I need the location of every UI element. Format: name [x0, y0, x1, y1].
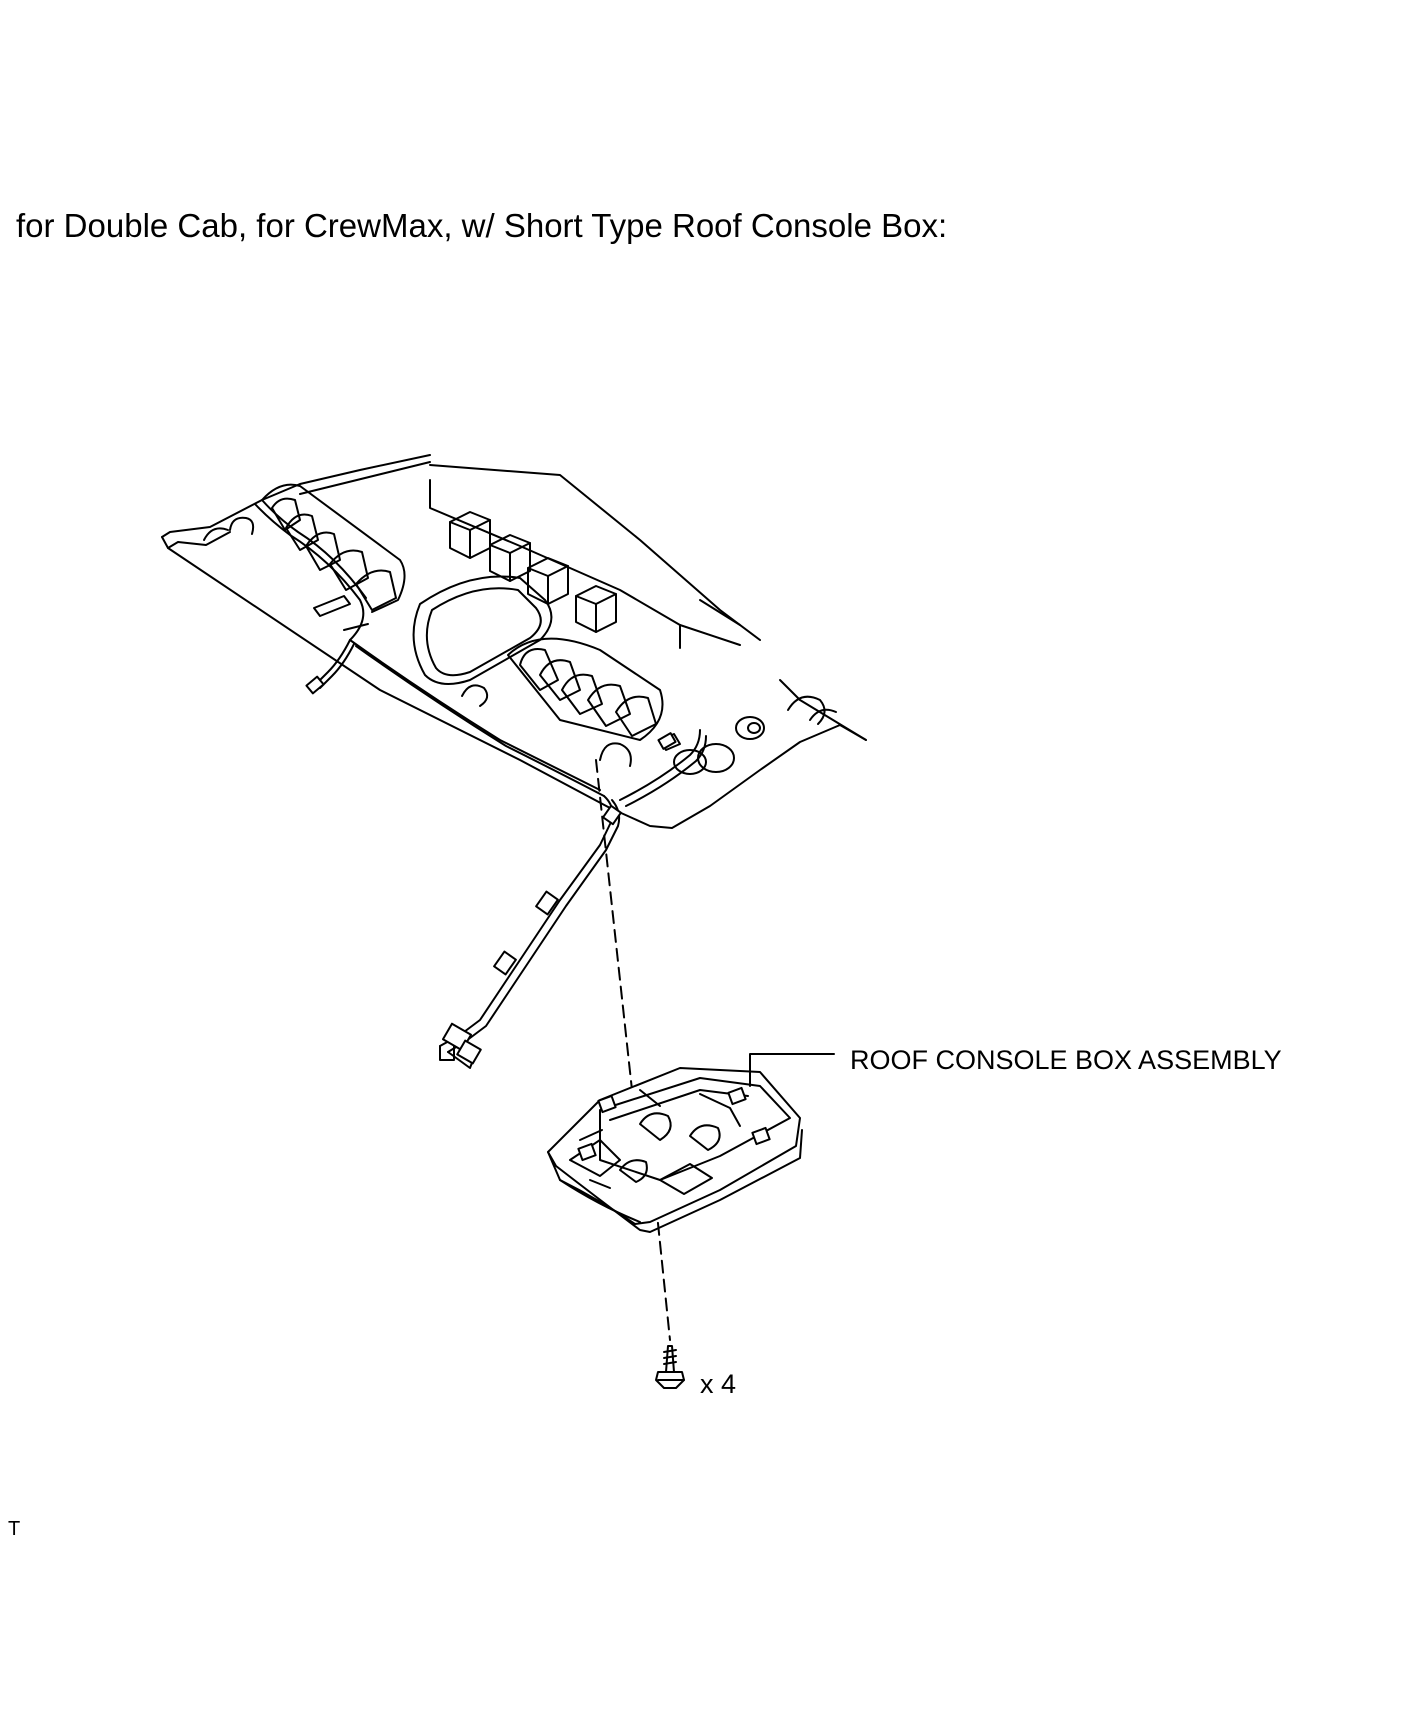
console-box-leader-line	[750, 1054, 834, 1086]
roof-headliner	[162, 455, 866, 828]
screw-quantity-label: x 4	[700, 1369, 737, 1399]
rear-handle-row	[508, 639, 663, 740]
roof-console-box-label: ROOF CONSOLE BOX ASSEMBLY	[850, 1045, 1282, 1075]
front-handle-row	[262, 485, 405, 612]
roof-console-box	[548, 1068, 802, 1232]
screw-icon	[656, 1346, 684, 1388]
rear-blocks	[450, 512, 616, 632]
center-recess	[414, 576, 552, 684]
wire-harness	[255, 500, 706, 1068]
illustration-code: T	[8, 1518, 21, 1540]
alignment-lines	[596, 760, 670, 1340]
page-title: for Double Cab, for CrewMax, w/ Short Ty…	[16, 207, 948, 244]
harness-connector-left	[306, 677, 323, 694]
